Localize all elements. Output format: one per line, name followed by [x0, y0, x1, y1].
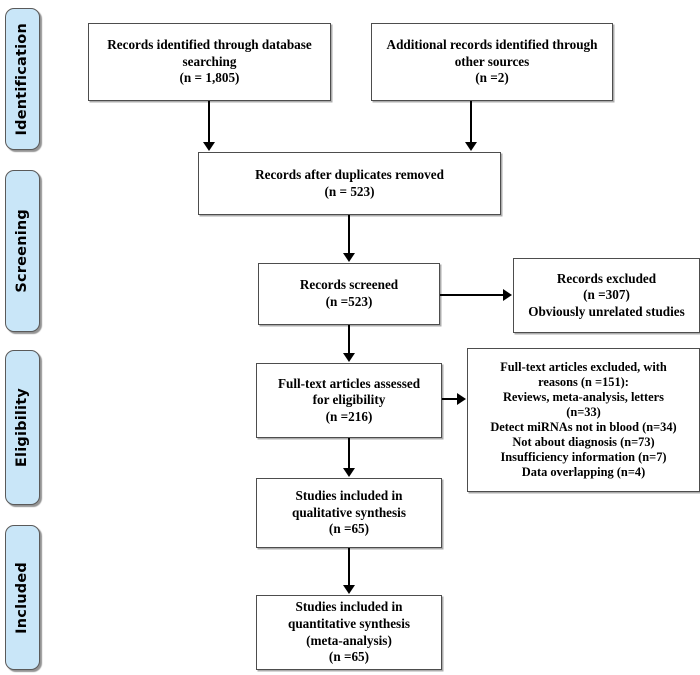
connector-assessed-to-qualitative: [348, 438, 351, 469]
box-qualitative-synthesis-text: Studies included in qualitative synthesi…: [292, 488, 406, 537]
connector-assessed-to-fulltext-excluded: [442, 398, 458, 401]
box-fulltext-excluded-text: Full-text articles excluded, with reason…: [490, 359, 677, 480]
connector-additional-to-duplicates: [470, 101, 473, 143]
box-fulltext-assessed: Full-text articles assessed for eligibil…: [256, 363, 442, 438]
box-records-identified-text: Records identified through database sear…: [107, 37, 312, 86]
arrowhead-assessed-to-qualitative: [343, 468, 355, 477]
stage-bar-included: Included: [5, 525, 40, 670]
stage-bar-eligibility: Eligibility: [5, 350, 40, 505]
arrowhead-screened-to-fulltext: [343, 353, 355, 362]
box-records-excluded-text: Records excluded (n =307) Obviously unre…: [528, 270, 685, 319]
arrowhead-duplicates-to-screened: [343, 253, 355, 262]
box-records-screened-text: Records screened (n =523): [299, 277, 399, 309]
box-quantitative-synthesis-text: Studies included in quantitative synthes…: [287, 599, 410, 665]
connector-screened-to-fulltext: [348, 325, 351, 354]
box-records-identified: Records identified through database sear…: [88, 23, 331, 101]
arrowhead-identified-to-duplicates: [203, 142, 215, 151]
box-qualitative-synthesis: Studies included in qualitative synthesi…: [256, 478, 442, 548]
box-records-screened: Records screened (n =523): [258, 263, 440, 325]
box-additional-records: Additional records identified through ot…: [371, 23, 613, 101]
arrowhead-additional-to-duplicates: [465, 142, 477, 151]
stage-label-included: Included: [14, 561, 31, 634]
arrowhead-screened-to-excluded: [503, 289, 512, 301]
arrowhead-assessed-to-fulltext-excluded: [457, 393, 466, 405]
stage-label-eligibility: Eligibility: [14, 387, 31, 468]
box-fulltext-assessed-text: Full-text articles assessed for eligibil…: [277, 375, 421, 424]
arrowhead-qualitative-to-quantitative: [343, 585, 355, 594]
stage-bar-screening: Screening: [5, 170, 40, 332]
box-duplicates-removed-text: Records after duplicates removed (n = 52…: [255, 166, 444, 199]
box-fulltext-excluded: Full-text articles excluded, with reason…: [467, 348, 700, 492]
connector-duplicates-to-screened: [348, 215, 351, 254]
box-quantitative-synthesis: Studies included in quantitative synthes…: [256, 595, 442, 670]
connector-qualitative-to-quantitative: [348, 548, 351, 586]
box-additional-records-text: Additional records identified through ot…: [386, 37, 598, 86]
stage-label-identification: Identification: [14, 22, 31, 136]
connector-screened-to-excluded: [440, 294, 504, 297]
connector-identified-to-duplicates: [208, 101, 211, 143]
box-duplicates-removed: Records after duplicates removed (n = 52…: [198, 152, 501, 215]
stage-label-screening: Screening: [14, 209, 31, 293]
stage-bar-identification: Identification: [5, 8, 40, 150]
box-records-excluded: Records excluded (n =307) Obviously unre…: [513, 258, 700, 333]
